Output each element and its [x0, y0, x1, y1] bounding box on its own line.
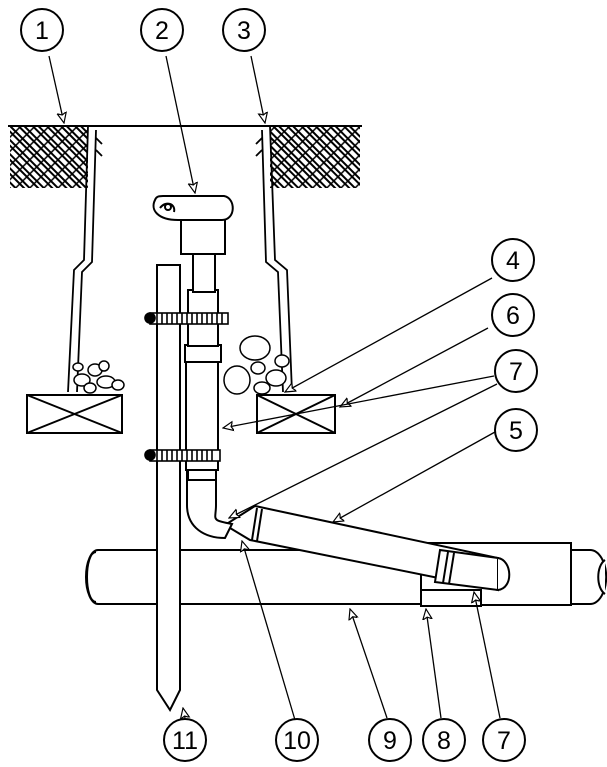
callout-4-label: 4: [506, 247, 520, 275]
callout-9: 9: [368, 718, 412, 762]
callout-7-lower: 7: [482, 718, 526, 762]
callout-10: 10: [275, 718, 319, 762]
lateral-pipe: [223, 504, 511, 592]
support-block-left: [26, 394, 123, 434]
valve-box: [67, 125, 293, 393]
gravel-right: [223, 335, 290, 395]
callout-2: 2: [140, 8, 184, 52]
callout-4: 4: [491, 238, 535, 282]
leader-lines: [48, 55, 501, 721]
callout-2-label: 2: [155, 17, 169, 45]
turf-right: [270, 126, 360, 188]
callout-8: 8: [422, 718, 466, 762]
callout-1-label: 1: [35, 17, 49, 45]
callout-5: 5: [494, 408, 538, 452]
callout-11: 11: [163, 718, 207, 762]
callout-3-label: 3: [237, 17, 251, 45]
callout-6-label: 6: [506, 302, 520, 330]
callout-10-label: 10: [283, 727, 311, 755]
turf-left: [10, 126, 88, 188]
clamp-lower: [144, 449, 221, 462]
clamp-upper: [144, 312, 229, 325]
support-stake: [156, 264, 181, 713]
callout-5-label: 5: [509, 417, 523, 445]
gravel-left: [72, 360, 125, 394]
callout-3: 3: [222, 8, 266, 52]
callout-7-upper-label: 7: [509, 358, 523, 386]
callout-6: 6: [491, 293, 535, 337]
callout-9-label: 9: [383, 727, 397, 755]
callout-8-label: 8: [437, 727, 451, 755]
callout-7-lower-label: 7: [497, 727, 511, 755]
callout-1: 1: [20, 8, 64, 52]
callout-11-label: 11: [172, 727, 198, 755]
callout-7-upper: 7: [494, 349, 538, 393]
